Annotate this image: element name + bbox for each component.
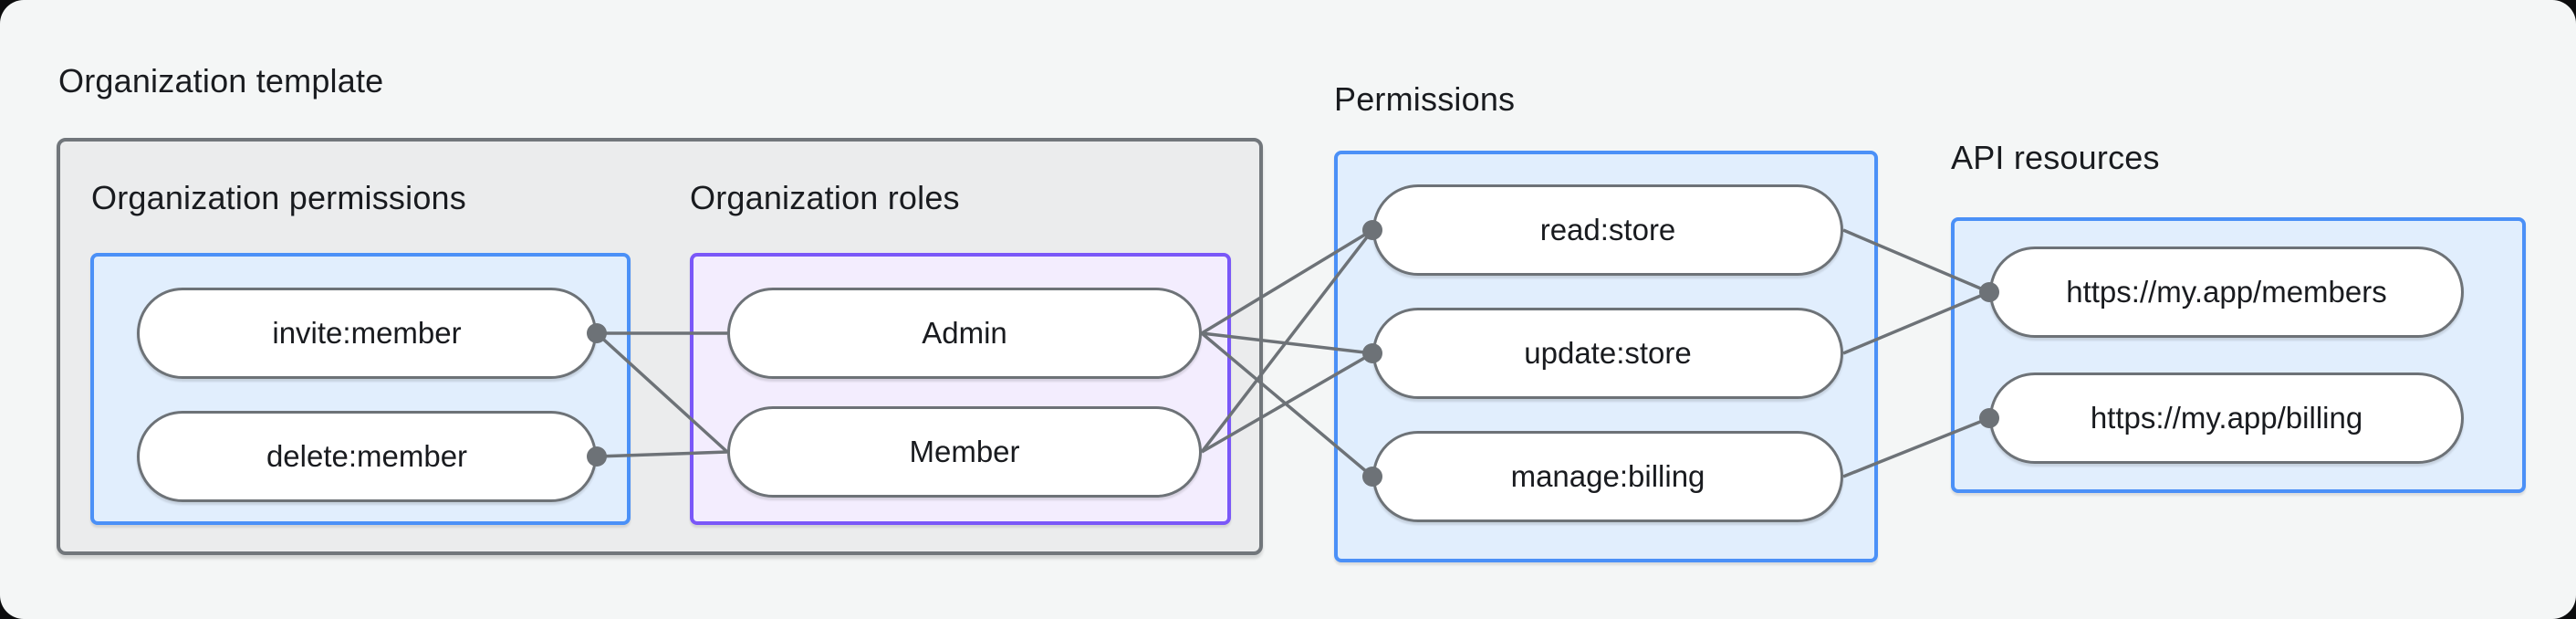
org-permissions-heading: Organization permissions <box>91 179 466 216</box>
node-manage-billing: manage:billing <box>1372 431 1843 522</box>
api-resources-label: API resources <box>1951 139 2160 176</box>
node-delete-member: delete:member <box>137 411 597 502</box>
permissions-label: Permissions <box>1334 80 1516 118</box>
node-read-store: read:store <box>1372 184 1843 276</box>
node-admin: Admin <box>727 288 1202 379</box>
org-template-label: Organization template <box>58 62 384 100</box>
node-billing-api: https://my.app/billing <box>1989 372 2464 464</box>
node-invite-member: invite:member <box>137 288 597 379</box>
org-roles-heading: Organization roles <box>690 179 960 216</box>
node-members-api: https://my.app/members <box>1989 247 2464 338</box>
node-member: Member <box>727 406 1202 498</box>
node-update-store: update:store <box>1372 308 1843 399</box>
